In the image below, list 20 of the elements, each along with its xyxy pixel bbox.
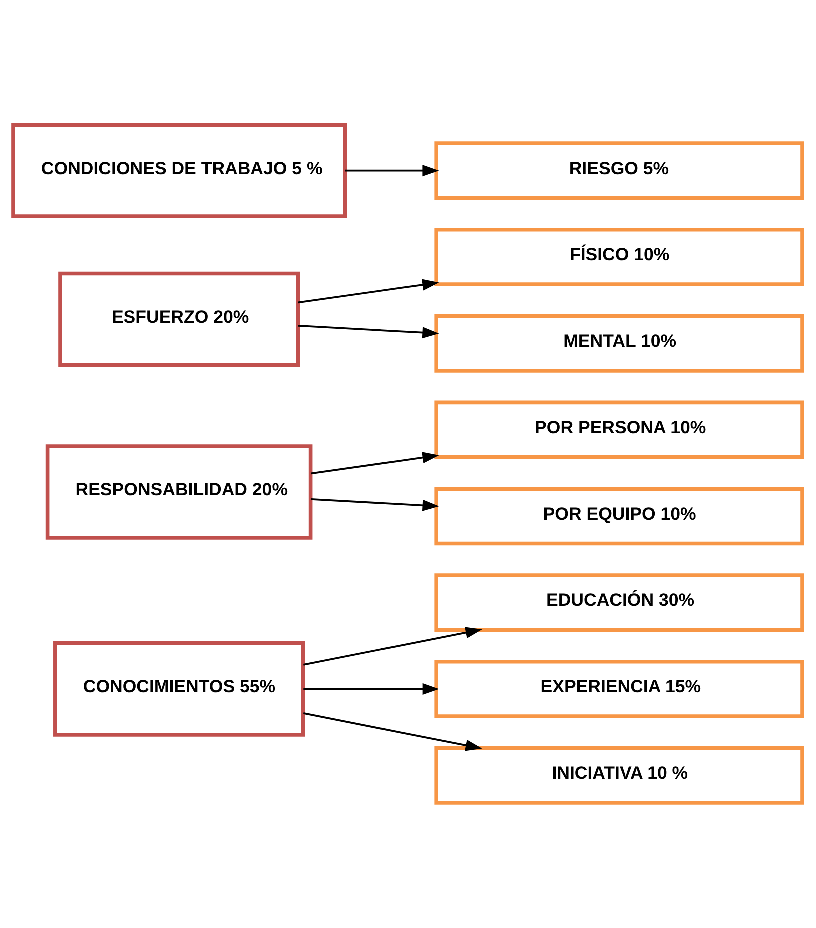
arrow: [304, 683, 440, 695]
node-box: POR EQUIPO 10%: [434, 487, 804, 546]
node-box: CONDICIONES DE TRABAJO 5 %: [12, 123, 348, 218]
node-box: MENTAL 10%: [434, 314, 804, 373]
node-box: ESFUERZO 20%: [58, 272, 300, 368]
arrow: [345, 165, 440, 177]
node-box: RESPONSABILIDAD 20%: [46, 444, 313, 540]
arrow: [311, 498, 440, 512]
arrow: [303, 712, 482, 752]
node-box: INICIATIVA 10 %: [434, 746, 804, 805]
node-box: FÍSICO 10%: [434, 228, 804, 286]
arrow: [303, 627, 482, 666]
node-box: RIESGO 5%: [434, 142, 804, 200]
node-box: POR PERSONA 10%: [434, 400, 804, 460]
node-box: EXPERIENCIA 15%: [434, 660, 804, 718]
node-box: CONOCIMIENTOS 55%: [54, 642, 306, 737]
arrow: [298, 325, 440, 339]
node-box: EDUCACIÓN 30%: [434, 574, 804, 632]
arrow: [298, 279, 440, 304]
arrow: [311, 452, 440, 475]
